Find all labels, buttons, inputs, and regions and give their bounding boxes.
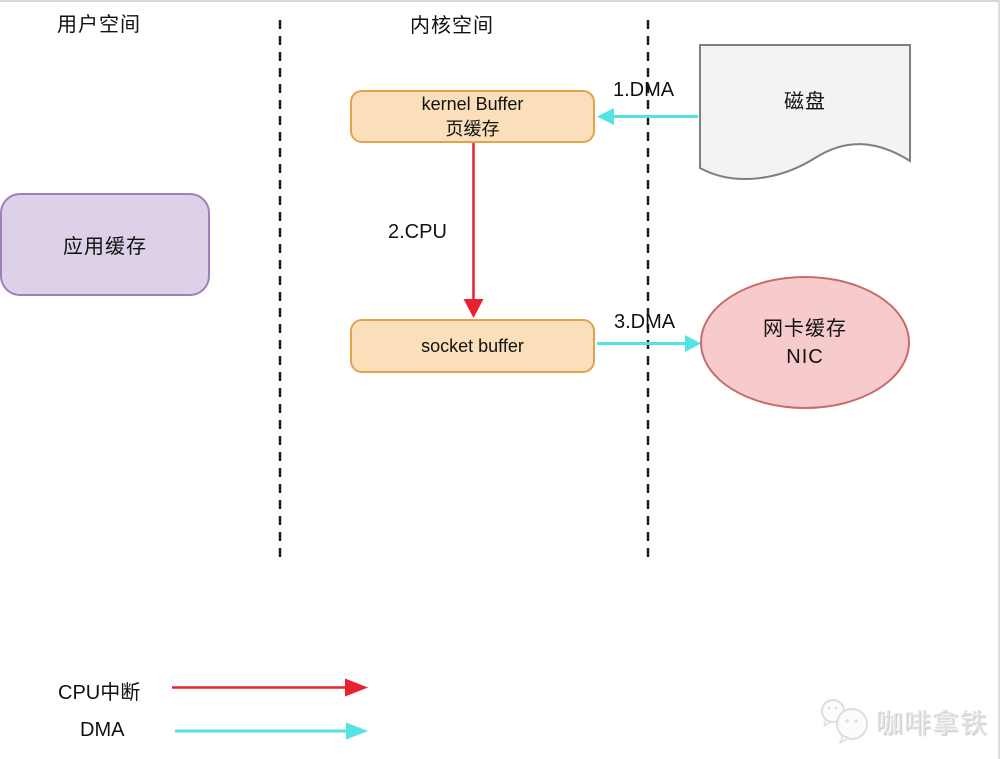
kernel-buffer-node[interactable]: kernel Buffer 页缓存 — [350, 90, 595, 143]
legend-cpu-arrowhead — [345, 678, 368, 697]
cpu2-label: 2.CPU — [388, 221, 447, 243]
socket-buffer-label: socket buffer — [421, 335, 524, 356]
page-top-border — [0, 0, 1000, 2]
page-right-border — [998, 0, 1000, 759]
dma1-arrowhead — [597, 108, 614, 125]
wechat-chat-bubbles-icon — [821, 699, 868, 744]
kernel-buffer-subtitle: 页缓存 — [445, 118, 500, 139]
disk-label: 磁盘 — [784, 91, 826, 113]
dma1-label: 1.DMA — [613, 79, 675, 101]
nic-node[interactable]: 网卡缓存 NIC — [700, 276, 910, 409]
nic-title: 网卡缓存 — [763, 317, 847, 340]
kernel-space-label: 内核空间 — [410, 15, 494, 37]
dma3-arrowhead — [685, 335, 701, 352]
app-cache-node[interactable]: 应用缓存 — [0, 193, 210, 296]
cpu2-arrowhead — [463, 299, 484, 318]
nic-subtitle: NIC — [786, 345, 824, 368]
legend-dma-arrowhead — [346, 722, 368, 740]
user-space-label: 用户空间 — [57, 14, 141, 36]
kernel-buffer-title: kernel Buffer — [421, 94, 524, 115]
watermark-text: 咖啡拿铁 — [876, 709, 988, 739]
legend-dma-label: DMA — [80, 719, 125, 741]
app-cache-label: 应用缓存 — [63, 236, 147, 258]
socket-buffer-node[interactable]: socket buffer — [350, 319, 595, 373]
legend-cpu-interrupt-label: CPU中断 — [58, 682, 141, 704]
disk-shape — [699, 44, 911, 181]
dma3-label: 3.DMA — [614, 311, 676, 333]
